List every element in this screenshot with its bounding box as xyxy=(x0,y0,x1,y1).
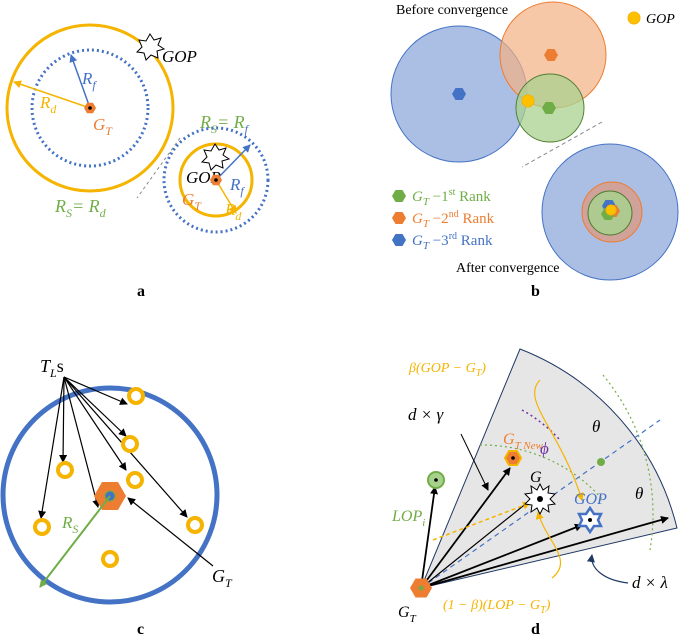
panel-b-divider xyxy=(521,121,603,168)
phi-arc xyxy=(521,409,561,441)
gop-vector xyxy=(420,523,583,589)
legend-rank-2: GT −2nd Rank xyxy=(412,209,495,230)
one-minus-beta-label: (1 − β)(LOP − GT) xyxy=(443,598,551,616)
small-outer-blue-dotted-circle xyxy=(162,126,270,234)
search-sector xyxy=(420,348,678,589)
rf2-arrow xyxy=(215,144,251,181)
tl-label: TLs xyxy=(40,356,64,380)
g-vector xyxy=(420,497,534,589)
legend-rank-3: GT −3rd Rank xyxy=(412,231,493,252)
lop-label: LOPi xyxy=(391,508,425,529)
gt-d-center-dot xyxy=(418,585,424,591)
eq-rs-rf: RS= Rf xyxy=(199,112,250,136)
panel-d-label: d xyxy=(531,621,540,638)
rf2-label: Rf xyxy=(229,175,245,198)
theta-arc-inner xyxy=(479,444,604,501)
rs-arrow xyxy=(39,495,111,588)
panel-a-divider xyxy=(136,137,181,199)
green-hexagon-icon xyxy=(542,102,556,114)
gtnew-vector xyxy=(420,467,511,589)
g-label: G xyxy=(530,469,542,486)
tl-node-7 xyxy=(101,550,119,568)
rs-label: RS xyxy=(61,513,78,536)
outer-yellow-circle xyxy=(5,23,175,193)
tl-arrow-3 xyxy=(63,376,101,508)
gop-star-icon xyxy=(135,33,166,61)
rd-label: Rd xyxy=(39,93,57,116)
one-minus-beta-curve xyxy=(535,511,562,579)
tl-node-1 xyxy=(127,387,145,405)
d-lambda-label: d × λ xyxy=(632,573,668,592)
after-convergence-label: After convergence xyxy=(456,261,560,276)
rf-arrow xyxy=(69,54,91,109)
d-gamma-arrow xyxy=(460,433,489,491)
gt-label: GT xyxy=(93,115,113,138)
tl-node-6 xyxy=(186,516,204,534)
panel-c: TLs RS GT c xyxy=(0,356,233,638)
panel-d: β(GOP − GT) d × γ GT New θ θ ϕ LOPi G GO… xyxy=(391,348,678,638)
inner-blue-dotted-circle xyxy=(30,48,150,168)
panel-a-label: a xyxy=(137,283,145,300)
gt-d-label: GT xyxy=(398,604,417,625)
g-center-dot xyxy=(537,496,543,502)
d-lambda-arrow xyxy=(586,554,629,584)
gtnew-label: GT New xyxy=(503,431,543,452)
gop-dot-after xyxy=(605,204,617,216)
panel-a: GOP Rf Rd GT RS= Rd RS= Rf GOP GT Rf Rd … xyxy=(5,23,270,300)
gtnew-center-dot xyxy=(511,456,515,460)
blue-hexagon-icon xyxy=(452,88,466,100)
tl-arrow-2 xyxy=(59,376,68,463)
gop-d-label: GOP xyxy=(574,491,607,508)
rd-arrow xyxy=(13,80,91,109)
gop-dot-before xyxy=(521,94,535,108)
theta-label-1: θ xyxy=(592,417,600,436)
tl-arrow-6 xyxy=(63,376,128,405)
gt-center-dot xyxy=(88,106,92,110)
small-inner-yellow-circle xyxy=(178,142,254,218)
tl-node-5 xyxy=(33,518,51,536)
tl-arrow-1 xyxy=(38,376,65,519)
rf-label: Rf xyxy=(81,69,97,92)
gop-label: GOP xyxy=(162,47,197,66)
eq-rs-rd: RS= Rd xyxy=(54,196,107,220)
tl-node-4 xyxy=(126,471,144,489)
gt2-label: GT xyxy=(182,190,202,213)
rd2-label: Rd xyxy=(224,200,242,223)
beta-expr-label: β(GOP − GT) xyxy=(408,361,486,379)
panel-b: Before convergence GOP GT −1st Rank GT −… xyxy=(390,1,679,300)
axis-green-dot xyxy=(597,458,605,466)
legend-blue-hexagon-icon xyxy=(392,234,406,246)
phi-label: ϕ xyxy=(540,439,549,458)
rd2-arrow xyxy=(215,179,237,214)
legend-orange-hexagon-icon xyxy=(392,212,406,224)
panel-b-label: b xyxy=(531,283,540,300)
yellow-dashed-vector xyxy=(432,501,531,541)
tl-arrow-4 xyxy=(63,376,127,437)
before-convergence-label: Before convergence xyxy=(396,3,508,18)
gt-pointer-arrow xyxy=(127,497,214,567)
orange-hexagon-icon xyxy=(544,49,558,61)
gop-legend-label: GOP xyxy=(646,12,675,27)
legend-green-hexagon-icon xyxy=(392,190,406,202)
gop-legend-dot xyxy=(627,11,641,25)
search-boundary-circle xyxy=(0,385,220,605)
tl-node-2 xyxy=(56,461,74,479)
gt2-center-dot xyxy=(214,178,218,182)
theta-label-2: θ xyxy=(635,484,643,503)
lop-center-dot xyxy=(434,478,438,482)
axis-vector xyxy=(420,516,669,589)
legend-rank-1: GT −1st Rank xyxy=(412,187,491,208)
tl-arrow-5 xyxy=(63,376,127,471)
panel-c-label: c xyxy=(137,621,144,638)
tl-node-3 xyxy=(121,435,139,453)
d-gamma-label: d × γ xyxy=(408,405,444,424)
gop-d-center-dot xyxy=(588,518,592,522)
beta-curve xyxy=(534,379,584,501)
gop2-star-icon xyxy=(200,143,231,171)
lop-vector xyxy=(420,486,439,589)
gt-c-label: GT xyxy=(212,566,233,590)
